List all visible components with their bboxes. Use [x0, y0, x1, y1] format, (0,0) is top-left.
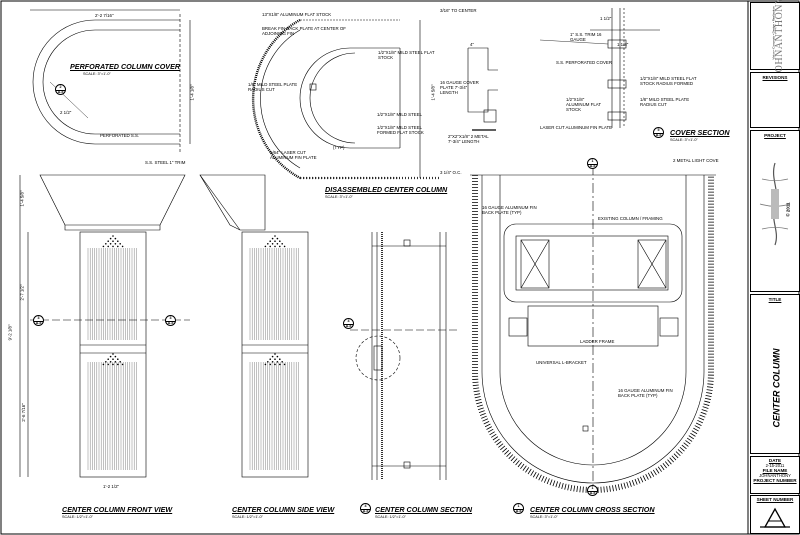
note-typ: (TYP)	[333, 145, 345, 150]
dim-d6: 9'-2 1/8"	[7, 324, 13, 341]
scale-front-view: SCALE: 1/2"=1'-0"	[62, 515, 93, 519]
title-block-revisions: REVISIONS	[750, 72, 800, 128]
note-two-metal-cove: 2 METAL LIGHT COVE	[673, 158, 719, 163]
title-perforated-cover: PERFORATED COLUMN COVER	[70, 62, 181, 71]
project-label: PROJECT	[764, 133, 786, 138]
dim-d7: 2'-6 7/16"	[20, 403, 26, 422]
title-block-info: DATE 2-15-2011 FILE NAME JOHNANTHONY PRO…	[750, 456, 800, 494]
note-radius-cut2: 1/8" MILD STEEL PLATE RADIUS CUT	[640, 97, 690, 107]
dim-d11: 1 1/8"	[617, 42, 629, 47]
title-block-sheet: SHEET NUMBER	[750, 495, 800, 534]
note-laser-fin: 5/64" LASER CUT ALUMINUM FIN PLATE	[270, 150, 317, 160]
note-ss-perf-cover: S.S. PERFORATED COVER	[556, 60, 613, 65]
note-alum-flat: 1/2"X1/8" ALUMINUM FLAT STOCK	[566, 97, 601, 112]
note-ladder: LADDER FRAME	[580, 339, 615, 344]
title-column-section: CENTER COLUMN SECTION	[375, 505, 473, 514]
note-radius-cut: 1/8" MILD STEEL PLATE RADIUS CUT	[248, 82, 298, 92]
title-label: TITLE	[768, 297, 782, 302]
title-cross-section: CENTER COLUMN CROSS SECTION	[530, 505, 655, 514]
note-perf-ss: PERFORATED S.S.	[100, 133, 140, 138]
scale-cross-section: SCALE: 3"=1'-0"	[530, 515, 558, 519]
side-view-elevation	[199, 174, 309, 478]
perforated-cover-plan	[30, 9, 191, 152]
note-to-center: 3/16" TO CENTER	[440, 8, 477, 13]
note-bent-fin: BREAK FIN BACK PLATE AT CENTER OF ADJOIN…	[262, 26, 346, 36]
note-flat-stock: 13"X1/8" ALUMINUM FLAT STOCK	[262, 12, 332, 17]
title-disassembled: DISASSEMBLED CENTER COLUMN	[325, 185, 448, 194]
project-logo-icon	[759, 162, 791, 246]
column-section	[350, 232, 460, 480]
scale-disassembled: SCALE: 3"=1'-0"	[325, 195, 353, 199]
dim-d1: 2'-2 7/16"	[95, 13, 114, 18]
note-lbracket: UNIVERSAL L-BRACKET	[536, 360, 587, 365]
copyright: © 2011	[785, 202, 791, 217]
cross-section-plan	[470, 165, 716, 493]
cover-section	[539, 8, 660, 128]
dim-d2: 2 1/2"	[60, 110, 72, 115]
date-value: 2-15-2011	[765, 463, 785, 468]
note-formed-radius: 1/2"X1/8" MILD STEEL FLAT STOCK RADIUS F…	[640, 76, 697, 86]
note-fin-back: 16 GAUGE ALUMINUM FIN BACK PLATE (TYP)	[482, 205, 537, 215]
title-cover-section: COVER SECTION	[670, 128, 730, 137]
note-gauge-trim: 1" S.S. TRIM 16 GAUGE	[570, 32, 602, 42]
scale-column-section: SCALE: 1/2"=1'-0"	[375, 515, 406, 519]
dim-d10: 1'-2 1/2"	[103, 484, 120, 489]
brand-tagline: Vision • Concepts • Design • Realization	[771, 6, 776, 60]
note-fin-back2: 16 GAUGE ALUMINUM FIN BACK PLATE (TYP)	[618, 388, 673, 398]
sheet-symbol-icon	[760, 507, 790, 528]
title-side-view: CENTER COLUMN SIDE VIEW	[232, 505, 335, 514]
scale-side-view: SCALE: 1/2"=1'-0"	[232, 515, 263, 519]
file-label: FILE NAME	[762, 468, 788, 473]
note-ss-trim: S.S. STEEL 1" TRIM	[145, 160, 186, 165]
dim-d8: 1'-4 5/8"	[19, 190, 25, 207]
title-block-brand: JOHNANTHONY Vision • Concepts • Design •…	[750, 0, 800, 77]
title-block-project: PROJECT © 2011	[750, 130, 800, 292]
dim-d5: 2'-7 1/2"	[19, 284, 25, 301]
title-block-title: TITLE CENTER COLUMN	[750, 294, 800, 454]
file-value: JOHNANTHONY	[759, 473, 791, 478]
note-mild-flat: 1/2"X1/8" MILD STEEL FLAT STOCK	[378, 50, 435, 60]
note-sixteen-cover: 16 GAUGE COVER PLATE 7'-3/4" LENGTH	[440, 80, 479, 95]
revisions-label: REVISIONS	[762, 75, 788, 80]
note-laser-al: LASER CUT ALUMINUM FIN PLATE	[540, 125, 613, 130]
project-number-label: PROJECT NUMBER	[753, 478, 797, 483]
scale-perforated-cover: SCALE: 3"=1'-0"	[83, 72, 111, 76]
title-front-view: CENTER COLUMN FRONT VIEW	[62, 505, 173, 514]
date-label: DATE	[768, 458, 782, 463]
dim-d12: 1 1/2"	[600, 16, 612, 21]
note-mild-steel: 1/2"X1/8" MILD STEEL	[377, 112, 423, 117]
disassembled-plan	[251, 18, 498, 180]
sheet-number-label: SHEET NUMBER	[756, 497, 794, 502]
dim-d13: 3 1/4" O.C.	[440, 170, 462, 175]
dim-d3: 1'-4 1/8"	[189, 84, 195, 101]
note-existing-col: EXISTING COLUMN / FRAMING	[598, 216, 663, 221]
dim-d4: 1'-4 5/8"	[430, 84, 436, 101]
dim-d9: 4"	[470, 42, 475, 47]
note-two-metal: 2"X2"X1/8" 2 METAL 7'-3/4" LENGTH	[448, 134, 489, 144]
sheet-title: CENTER COLUMN	[771, 348, 782, 428]
note-formed-flat: 1/2"X1/8" MILD STEEL FORMED FLAT STOCK	[377, 125, 424, 135]
scale-cover-section: SCALE: 3"=1'-0"	[670, 138, 698, 142]
